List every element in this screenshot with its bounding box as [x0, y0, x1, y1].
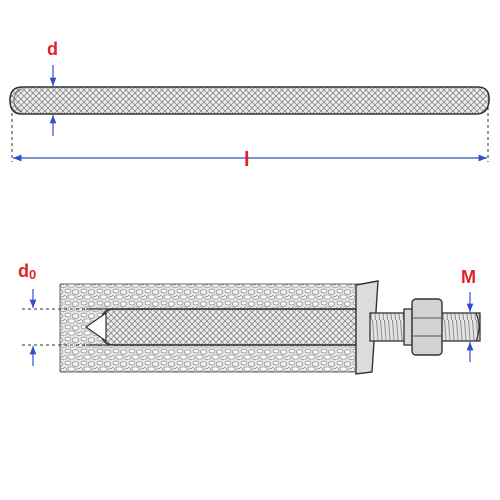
thread-size-dimension: M: [461, 267, 476, 362]
rod-elevation-view: [9, 86, 490, 115]
hole-diameter-dimension: d0: [18, 261, 92, 366]
fixture-plate: [355, 280, 379, 375]
rod-length-dimension: l: [11, 107, 489, 171]
rod-left-cap-line: [13, 88, 23, 113]
stud-end-chamfer: [475, 312, 480, 342]
hex-nut: [411, 298, 443, 356]
rod-chisel-tip: [84, 311, 107, 343]
hole-diameter-label: d0: [18, 261, 36, 282]
thread-size-label: M: [461, 267, 476, 287]
installed-anchor-section: [59, 280, 481, 375]
rod-capsule-body: [9, 86, 490, 115]
rod-diameter-label: d: [47, 39, 58, 59]
resin-capsule-in-hole: [99, 308, 363, 346]
rod-length-label: l: [244, 149, 250, 171]
rod-diameter-dimension: d: [47, 39, 58, 136]
washer: [403, 308, 413, 346]
